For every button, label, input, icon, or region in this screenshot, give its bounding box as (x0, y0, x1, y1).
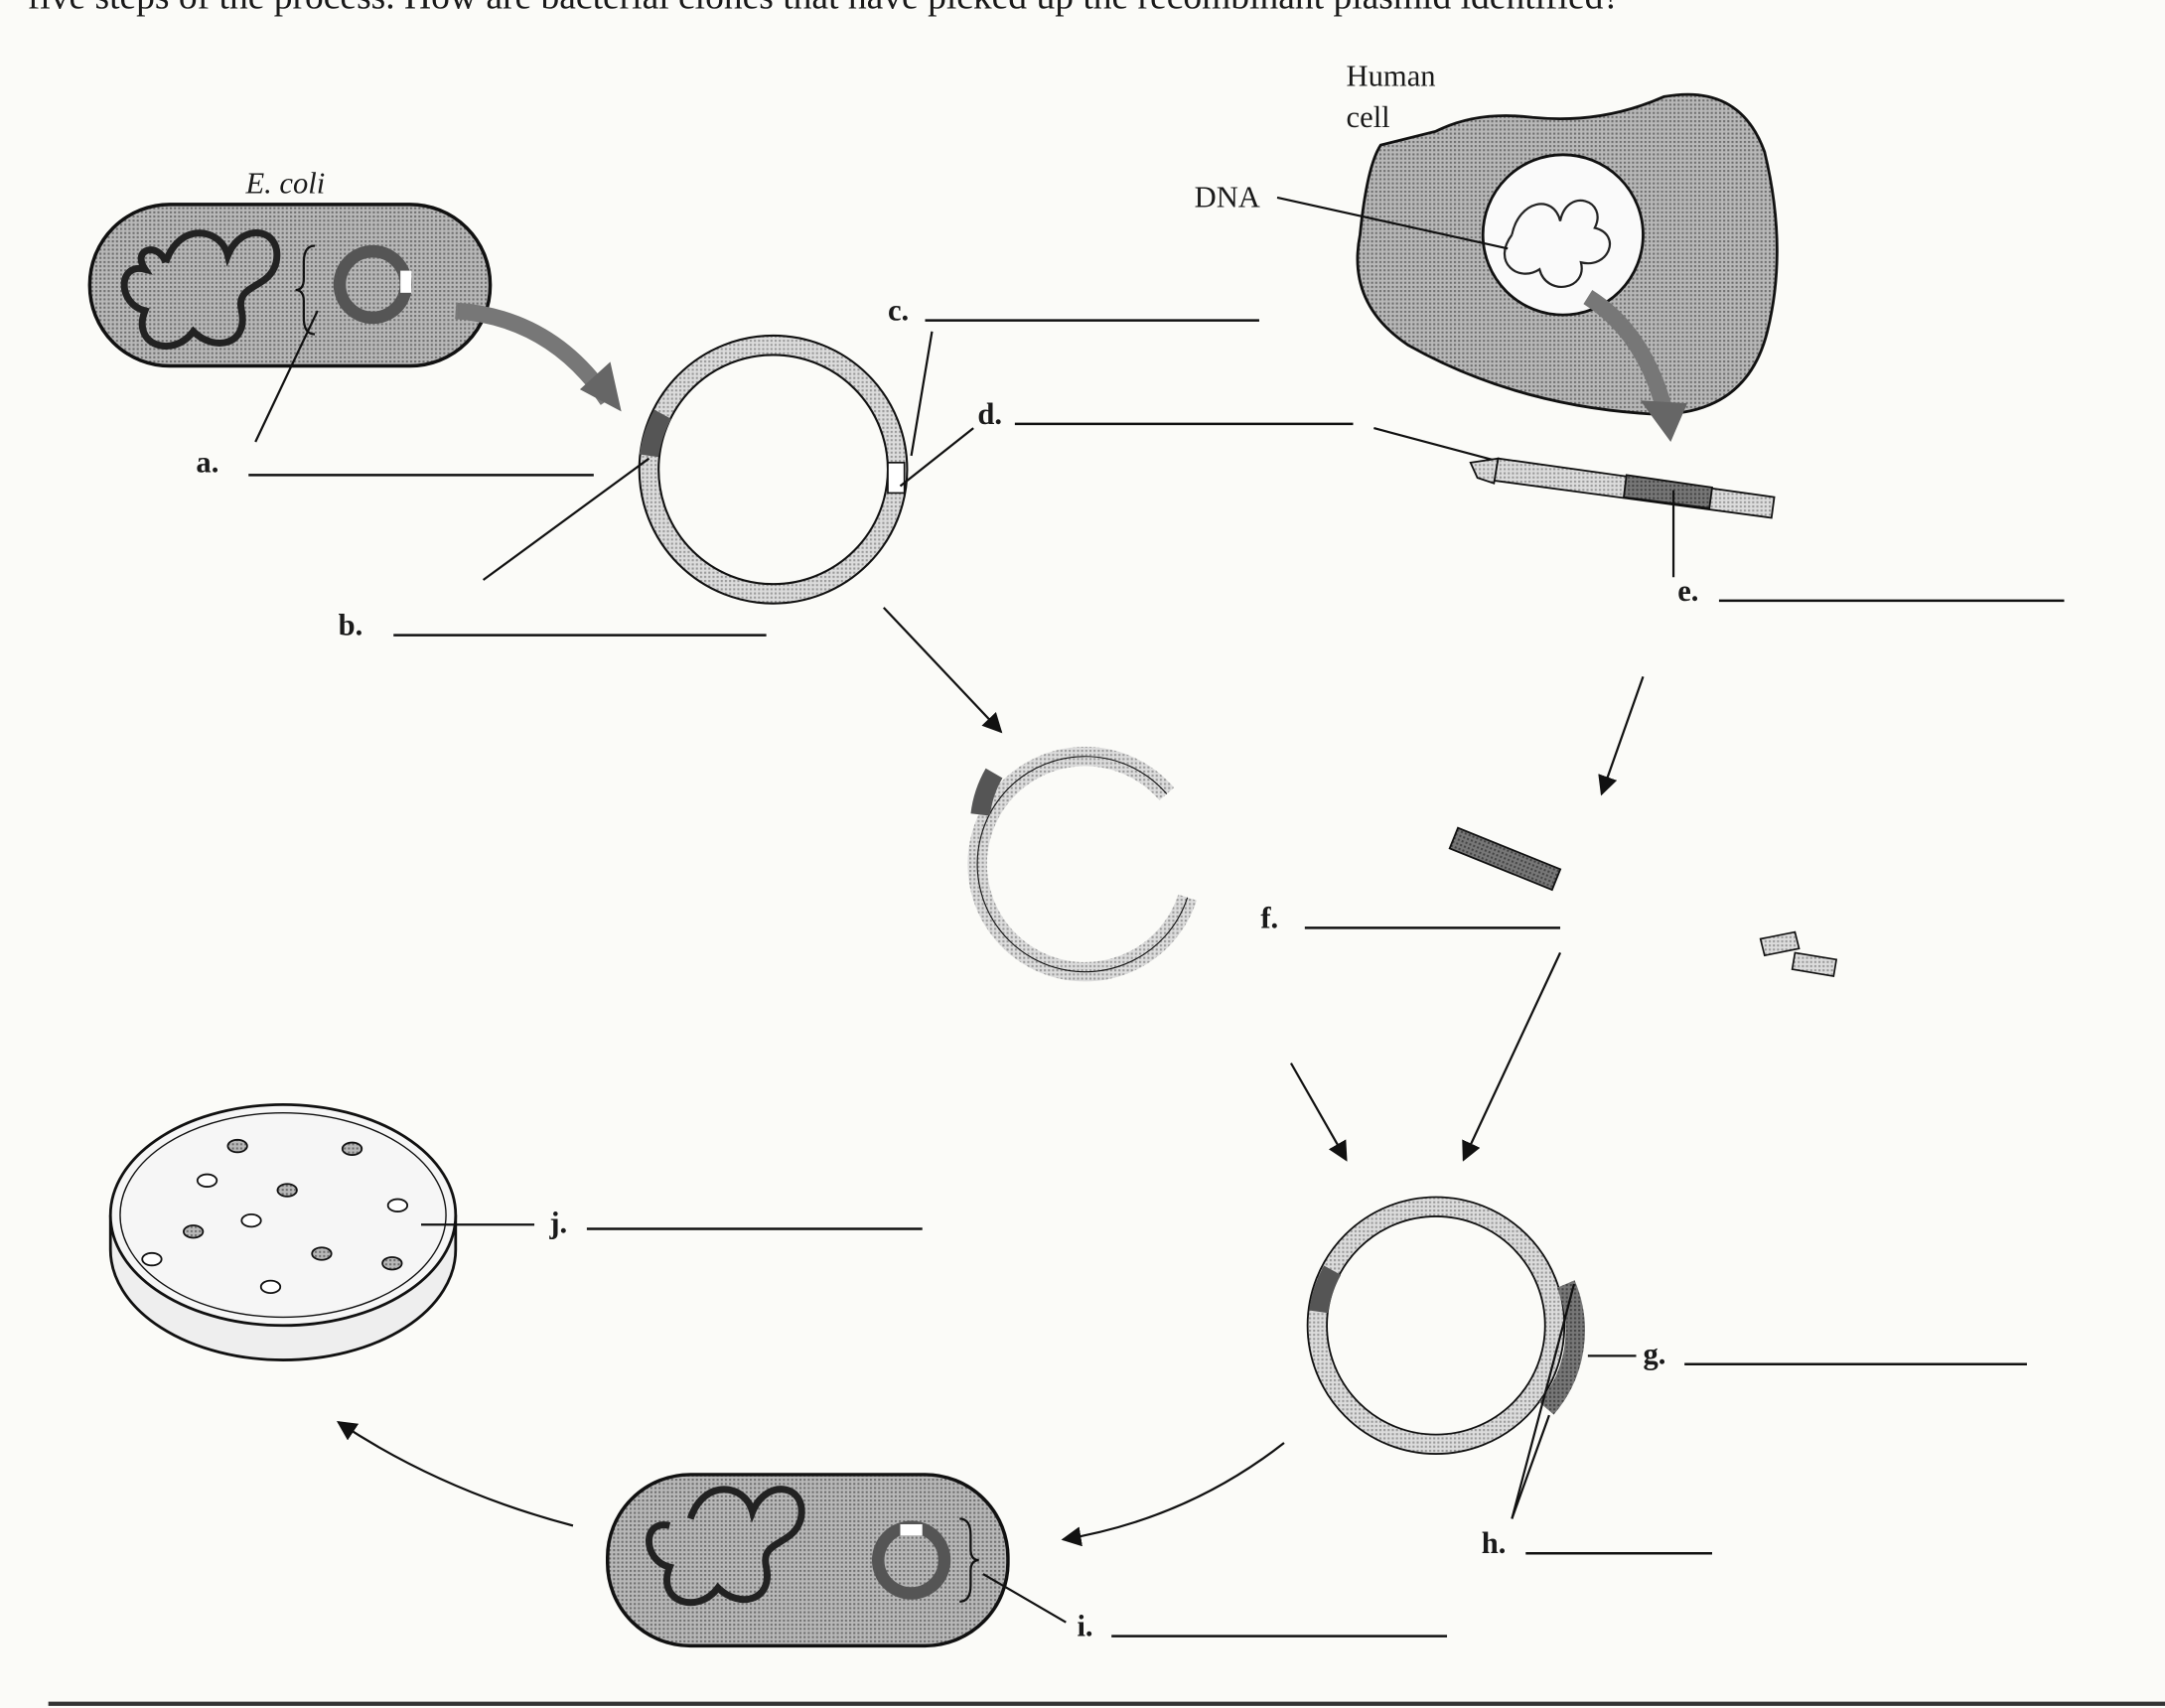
insert-fragment (1448, 826, 1562, 892)
dna-fragments (1759, 930, 1838, 978)
blank-a-label: a. (196, 446, 218, 480)
blank-g-label: g. (1643, 1338, 1665, 1371)
blank-b-label: b. (339, 609, 363, 642)
human-cell-label-line2: cell (1347, 100, 1390, 134)
human-cell (1356, 92, 1779, 416)
human-dna-fragment (1469, 457, 1776, 519)
cut-plasmid (967, 747, 1197, 982)
blank-j-label: j. (548, 1207, 567, 1240)
blank-d-label: d. (977, 397, 1002, 431)
recombinant-plasmid (1306, 1196, 1585, 1455)
ecoli-cell (87, 203, 493, 368)
ecoli-label: E. coli (244, 167, 325, 201)
blank-c-label: c. (888, 294, 909, 328)
blank-i-label: i. (1077, 1610, 1092, 1643)
blank-h-label: h. (1482, 1526, 1507, 1560)
human-cell-label-line1: Human (1347, 59, 1436, 92)
header-text: five steps of the process. How are bacte… (28, 0, 1620, 17)
dna-label: DNA (1195, 181, 1260, 214)
plasmid-vector (638, 334, 909, 605)
petri-dish (108, 1102, 458, 1361)
blank-f-label: f. (1260, 901, 1278, 934)
transformed-ecoli (605, 1473, 1010, 1648)
blank-e-label: e. (1677, 574, 1698, 608)
